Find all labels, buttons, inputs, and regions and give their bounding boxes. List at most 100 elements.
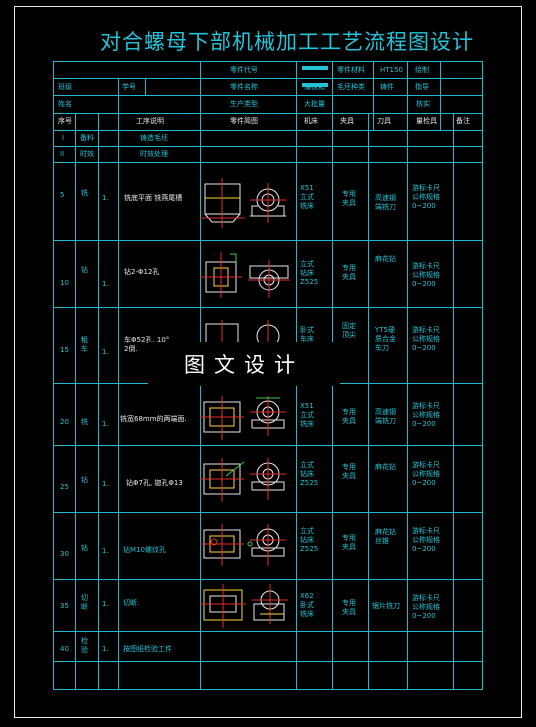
row-tool: 麻花钻	[375, 255, 396, 263]
material-marker	[302, 66, 328, 70]
row-desc: 车Φ52孔, 10° 2倒.	[124, 336, 170, 353]
production-value: 大批量	[304, 100, 325, 108]
row-fixture: 固定 顶尖	[342, 322, 356, 339]
production-label: 生产类型	[230, 100, 258, 108]
row-tool: 锯片铣刀	[372, 602, 400, 610]
row-step: 1.	[102, 420, 109, 428]
row-no: II	[60, 150, 65, 158]
row-step: 1.	[102, 547, 109, 555]
col-seq: 序号	[58, 117, 72, 125]
row-process: 检 验	[81, 637, 88, 654]
row-process: 粗 车	[81, 336, 88, 353]
row-process: 钻	[81, 544, 88, 552]
row-gauge: 游标卡尺 公称规格 0~200	[412, 262, 440, 288]
row-fixture: 专用 夹具	[342, 463, 356, 480]
class-label: 班级	[58, 83, 72, 91]
row-step: 1.	[102, 645, 109, 653]
row-desc: 时效处理	[140, 150, 168, 158]
row-gauge: 游标卡尺 公称规格 0~200	[412, 461, 440, 487]
row-gauge: 游标卡尺 公称规格 0~200	[412, 594, 440, 620]
col-tool: 刀具	[377, 117, 391, 125]
drawing-frame	[14, 6, 522, 718]
student-no-label: 学号	[122, 83, 136, 91]
row-no: 35	[60, 602, 69, 610]
row-process: 钻	[81, 476, 88, 484]
name-label: 姓名	[58, 100, 72, 108]
sketch-op30	[200, 524, 286, 566]
part-material-label: 零件材料	[337, 66, 365, 74]
row-gauge: 游标卡尺 公称规格 0~200	[412, 184, 440, 210]
part-code-label: 零件代号	[230, 66, 258, 74]
col-gauge: 量检具	[416, 117, 437, 125]
row-no: 25	[60, 483, 69, 491]
row-process: 备料	[80, 134, 94, 142]
row-fixture: 专用 夹具	[342, 264, 356, 281]
row-process: 铣	[81, 189, 88, 197]
row-process: 时效	[80, 150, 94, 158]
watermark-text: 图文设计	[184, 353, 304, 377]
row-process: 切 断	[81, 594, 88, 611]
col-machine: 机床	[304, 117, 318, 125]
row-step: 1.	[102, 480, 109, 488]
sketch-op5	[200, 178, 286, 228]
row-fixture: 专用 夹具	[342, 408, 356, 425]
row-machine: 立式 钻床 Z525	[300, 527, 319, 553]
row-no: 10	[60, 279, 69, 287]
part-name-label: 零件名称	[230, 83, 258, 91]
page-title: 对合螺母下部机械加工工艺流程图设计	[100, 30, 474, 54]
sketch-op25	[200, 458, 286, 502]
col-note: 备注	[456, 117, 470, 125]
col-step: 工序说明	[136, 117, 164, 125]
part-name-value: 溜板箱	[304, 83, 325, 91]
row-machine: 立式 钻床 Z525	[300, 461, 319, 487]
row-machine: X51 立式 铣床	[300, 402, 314, 428]
row-no: 30	[60, 550, 69, 558]
row-machine: X62 卧式 铣床	[300, 592, 314, 618]
material-value: HT150	[380, 66, 403, 74]
blank-value: 铸件	[380, 83, 394, 91]
row-tool: YT5硬 质合金 车刀	[375, 326, 396, 352]
row-gauge: 游标卡尺 公称规格 0~200	[412, 402, 440, 428]
row-no: 20	[60, 418, 69, 426]
row-tool: 高速钢 端铣刀	[375, 194, 396, 211]
col-diagram: 零件简图	[230, 117, 258, 125]
watermark-banner: 图文设计	[148, 342, 340, 386]
col-fixture: 夹具	[340, 117, 354, 125]
row-fixture: 专用 夹具	[342, 534, 356, 551]
part-sketches	[200, 178, 290, 628]
row-step: 1.	[102, 600, 109, 608]
row-desc: 铣宽68mm的两端面.	[120, 415, 187, 423]
sketch-op10	[200, 252, 290, 298]
row-no: 15	[60, 346, 69, 354]
row-tool: 麻花钻 丝锥	[375, 528, 396, 545]
row-step: 1.	[102, 348, 109, 356]
row-process: 钻	[81, 266, 88, 274]
row-step: 1.	[102, 194, 109, 202]
row-desc: 钻2-Φ12孔	[124, 268, 160, 276]
audit-label: 核实	[416, 100, 430, 108]
row-fixture: 专用 夹具	[342, 190, 356, 207]
row-process: 铣	[81, 418, 88, 426]
sketch-op35	[200, 584, 288, 628]
row-tool: 麻花钻	[375, 463, 396, 471]
sketch-op20	[200, 396, 286, 440]
row-machine: 卧式 车床	[300, 326, 314, 343]
row-gauge: 游标卡尺 公称规格 0~200	[412, 527, 440, 553]
row-desc: 按图纸检验工件	[123, 645, 172, 653]
row-desc: 切断.	[123, 599, 140, 607]
blank-label: 毛坯种类	[337, 83, 365, 91]
row-desc: 钻M10螺纹孔	[123, 546, 166, 554]
row-no: 40	[60, 645, 69, 653]
check-label: 指导	[415, 83, 429, 91]
drawn-label: 绘制	[415, 66, 429, 74]
row-desc: 钻Φ7孔, 锪孔Φ13	[126, 479, 183, 487]
row-desc: 铣底平面 铣燕尾槽	[124, 194, 183, 202]
row-no: I	[62, 134, 65, 142]
row-step: 1.	[102, 280, 109, 288]
row-tool: 高速钢 端铣刀	[375, 408, 396, 425]
row-machine: X51 立式 铣床	[300, 184, 314, 210]
row-desc: 铸造毛坯	[140, 134, 168, 142]
row-machine: 立式 钻床 Z525	[300, 260, 319, 286]
row-gauge: 游标卡尺 公称规格 0~200	[412, 326, 440, 352]
